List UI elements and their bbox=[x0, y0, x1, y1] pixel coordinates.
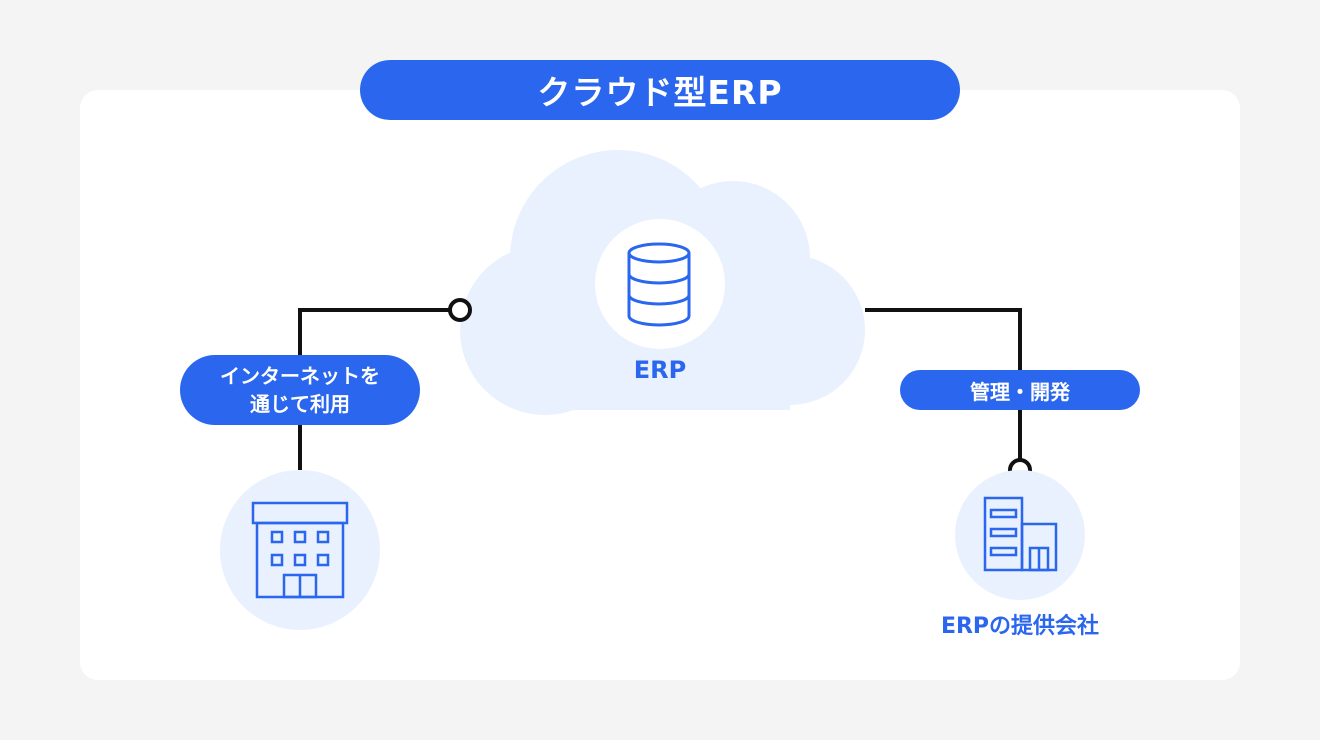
internet-usage-label-line1: インターネットを bbox=[220, 364, 380, 388]
company-building-icon bbox=[983, 496, 1058, 572]
internet-usage-badge: インターネットを 通じて利用 bbox=[180, 355, 420, 425]
left-connector-endpoint bbox=[448, 298, 472, 322]
right-connector-line bbox=[865, 308, 1022, 460]
user-company-circle bbox=[220, 470, 380, 630]
cloud-erp-label: ERP bbox=[633, 356, 687, 384]
database-icon bbox=[627, 242, 691, 327]
page-title: クラウド型ERP bbox=[360, 60, 960, 120]
management-badge: 管理・開発 bbox=[900, 370, 1140, 410]
provider-label: ERPの提供会社 bbox=[940, 614, 1100, 639]
office-building-icon bbox=[251, 501, 349, 599]
internet-usage-label-line2: 通じて利用 bbox=[250, 392, 350, 416]
provider-circle bbox=[955, 470, 1085, 600]
